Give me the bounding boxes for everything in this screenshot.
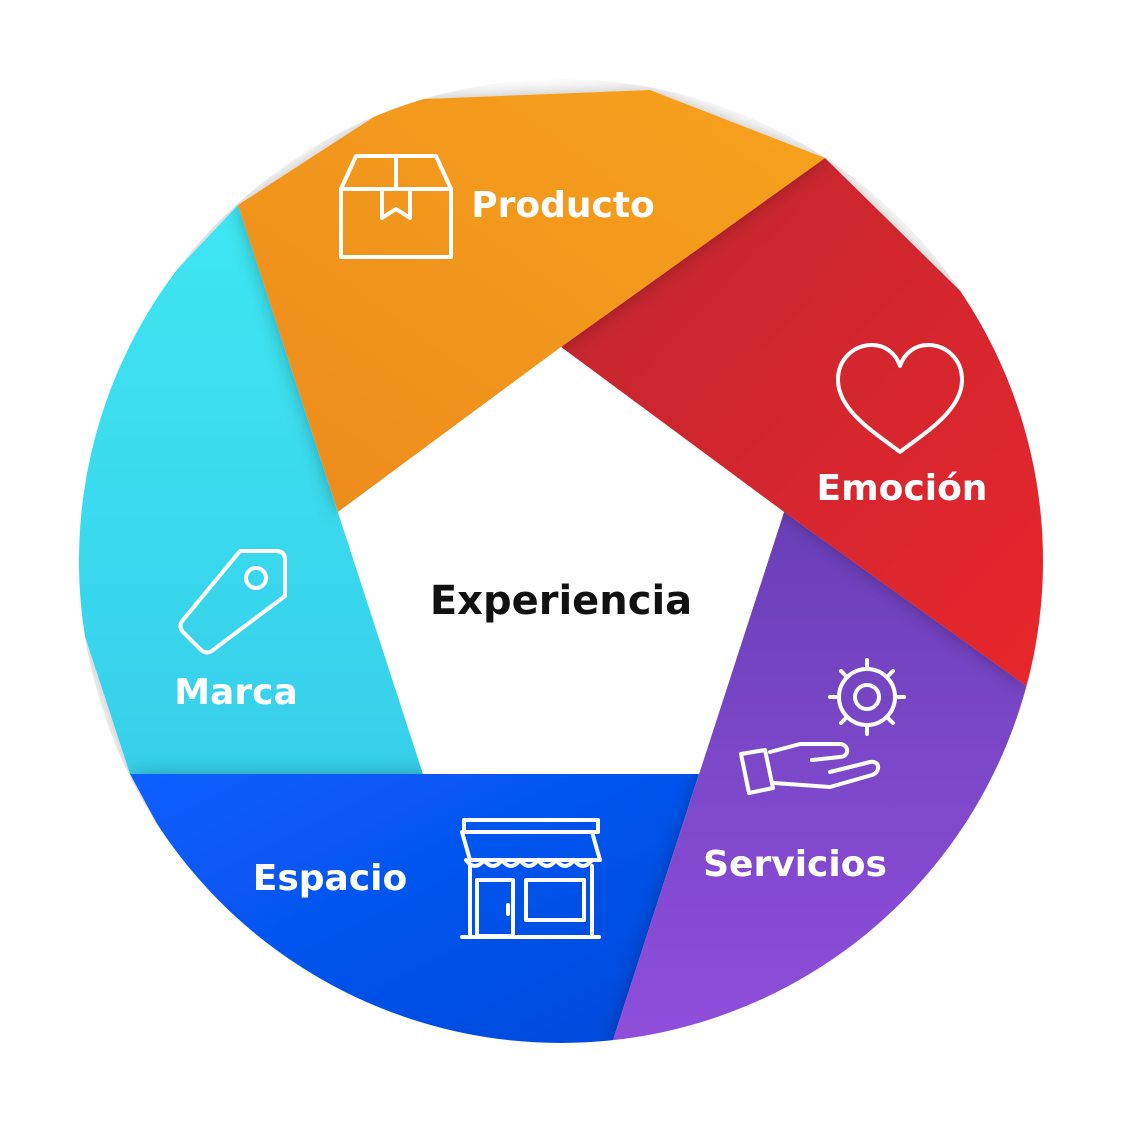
segment-emocion [561, 158, 1043, 687]
center-pentagon [338, 347, 784, 774]
segment-label-servicios: Servicios [703, 844, 887, 885]
segment-label-marca: Marca [174, 672, 298, 713]
segment-label-espacio: Espacio [253, 858, 408, 899]
segment-espacio [130, 774, 699, 1043]
price-tag-icon [178, 549, 287, 655]
segment-label-emocion: Emoción [817, 468, 988, 509]
box-icon [339, 154, 453, 259]
storefront-icon [460, 818, 602, 939]
heart-icon [836, 343, 964, 454]
center-label: Experiencia [430, 578, 692, 624]
segment-marca [79, 205, 423, 774]
segment-producto [238, 90, 825, 512]
wheel [79, 90, 1043, 1043]
segment-label-producto: Producto [471, 185, 655, 226]
hand-gear-icon [739, 658, 906, 795]
